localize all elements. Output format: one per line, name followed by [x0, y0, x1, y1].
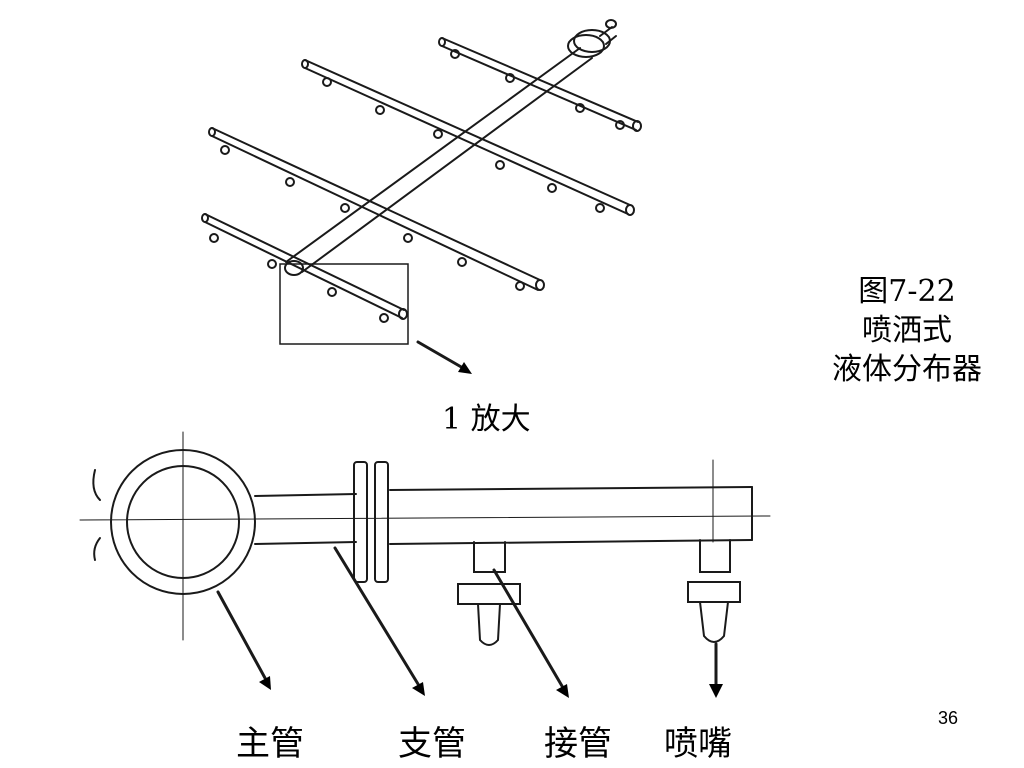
label-connector-pipe: 接管	[544, 724, 612, 764]
flange-pair	[353, 461, 389, 583]
enlarged-detail-drawing	[79, 431, 771, 698]
caption-line-2: 喷洒式	[862, 313, 952, 348]
figure-number: 图7-22	[858, 274, 956, 309]
branch-pipe-section	[254, 486, 753, 545]
label-nozzle: 喷嘴	[664, 724, 732, 764]
zoom-label: 1 放大	[442, 402, 531, 437]
main-pipe-section	[92, 449, 256, 595]
label-branch-pipe: 支管	[398, 724, 466, 764]
connector-stub	[457, 541, 521, 646]
branch-pipe	[208, 127, 545, 291]
sprayer-assembly-drawing	[201, 19, 642, 374]
leader-arrowheads	[259, 676, 723, 698]
caption-line-3: 液体分布器	[832, 352, 982, 387]
label-main-pipe: 主管	[236, 724, 304, 764]
inlet-flange	[567, 19, 617, 58]
detail-callout-box	[279, 263, 409, 345]
nozzle-body	[687, 539, 741, 643]
branch-pipe	[438, 37, 642, 132]
leader-lines	[216, 546, 718, 688]
branch-pipe	[301, 59, 635, 216]
page-number: 36	[938, 708, 959, 728]
branch-pipe	[201, 213, 408, 323]
zoom-arrow	[416, 340, 465, 370]
figure-caption: 图7-22 喷洒式 液体分布器	[812, 272, 1002, 389]
